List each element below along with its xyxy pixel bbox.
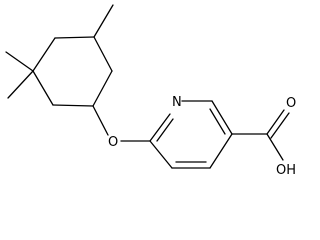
ring-double-bond (209, 108, 226, 135)
gem-methyl-bond (5, 51, 34, 72)
nitrogen-label: N (172, 95, 182, 110)
carbonyl-double-bond (266, 109, 285, 135)
ring-bond (93, 36, 113, 72)
carbon-hydroxyl-bond (266, 133, 284, 161)
ring-bond (52, 104, 94, 107)
hydroxyl-label: OH (276, 163, 296, 178)
ring-bond (32, 70, 54, 106)
ring-bond (92, 70, 113, 107)
ether-oxygen-label: O (108, 135, 118, 150)
carbonyl-double-bond (270, 112, 290, 139)
ring-double-bond (156, 118, 174, 142)
molecule-drawing: N O O OH (5, 4, 296, 178)
structure-diagram: N O O OH (5, 4, 296, 178)
pyridine-ring (149, 100, 233, 169)
ring-bond (32, 37, 56, 72)
methyl-bond (93, 4, 114, 38)
carboxylic-acid-group (231, 109, 290, 161)
gem-methyl-bond (7, 70, 34, 99)
ring-to-oxygen-bond (92, 105, 109, 136)
carbonyl-oxygen-label: O (286, 96, 296, 111)
methyl-groups (5, 4, 114, 99)
ring-bond (54, 36, 95, 39)
ring-bond (149, 140, 173, 169)
cyclohexane-ring (32, 36, 113, 107)
ring-bond (211, 100, 233, 135)
ring-bond (209, 133, 233, 169)
ring-bond (149, 113, 171, 142)
